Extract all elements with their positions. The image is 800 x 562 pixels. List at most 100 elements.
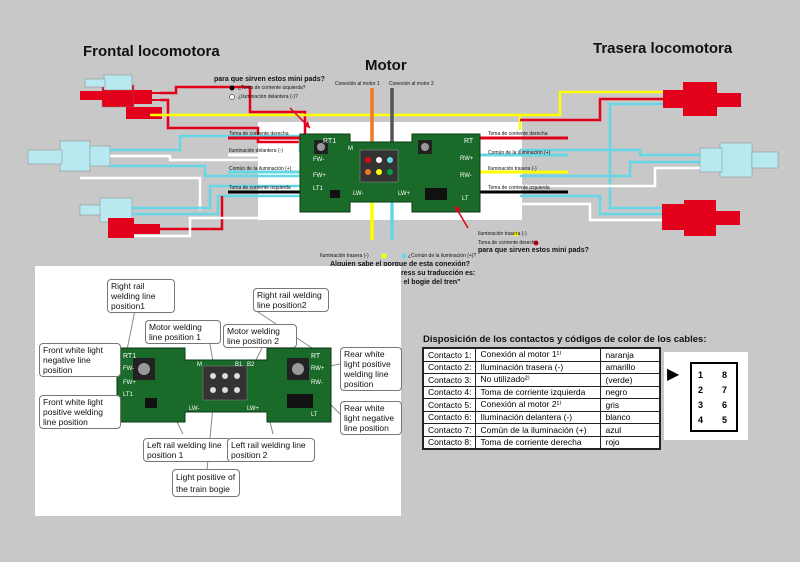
right-label-yellow: Iluminación trasera (-) [488,166,537,172]
table-row: Contacto 7:Común de la iluminación (+)az… [422,423,661,437]
bottom-label-yellow: Iluminación trasera (-) [320,253,369,259]
table-cell-desc: Iluminación delantera (-) [475,410,602,424]
right-connector-red-bottom [662,200,740,236]
ref-b1: B1 [235,362,243,368]
table-cell-color: blanco [600,410,661,424]
table-cell-contact: Contacto 6: [422,410,477,424]
ref-lt: LT [311,412,318,418]
pcb-top-lt1: LT1 [313,186,324,192]
left-label-red: Toma de corriente derecha [229,131,289,137]
pin-number: 4 [698,415,704,425]
left-connector-cyan-top [84,74,133,91]
table-row: Contacto 2:Iluminación trasera (-)amaril… [422,360,661,374]
table-title: Disposición de los contactos y códigos d… [423,334,707,345]
ref-b2: B2 [247,362,255,368]
bottom-label-cyan: ¿Común de la iluminación (+)? [408,253,477,259]
pad-marker-yellow [513,231,519,237]
pin-number: 2 [698,385,704,395]
table-cell-desc: Conexión al motor 1¹⁾ [475,348,602,362]
pcb-top-fw-plus: FW+ [313,173,326,179]
pin-number: 8 [722,370,728,380]
table-row: Contacto 5:Conexión al motor 2¹⁾gris [422,398,661,412]
callout-left-rail-1: Left rail welding line position 1 [143,438,231,462]
reference-photo-panel: RT1 FW- FW+ LT1 RT RW+ RW- LT LW- LW+ M … [35,266,402,516]
left-connector-red-bottom [79,197,160,238]
pad-label-3: Iluminación trasera (-) [478,231,527,237]
ref-rt1: RT1 [123,353,136,360]
table-cell-color: amarillo [600,360,661,374]
ref-m: M [197,362,202,368]
ref-fw-plus: FW+ [123,380,136,386]
left-label-cyan: Común de la iluminación (+) [229,166,292,172]
table-cell-desc: Común de la iluminación (+) [475,423,602,437]
left-wires [80,85,522,238]
ref-fw-minus: FW- [123,366,134,372]
table-cell-contact: Contacto 8: [422,435,477,449]
pad-label-2: ¿Iluminación delantera (-)? [238,94,298,100]
motor-label-2: Conexión al motor 2 [389,81,434,87]
table-cell-color: negro [600,385,661,399]
table-cell-contact: Contacto 4: [422,385,477,399]
table-cell-desc: Toma de corriente derecha [475,435,602,449]
ref-rw-plus: RW+ [311,366,325,372]
left-connector-cyan-middle [27,140,111,172]
table-cell-color: rojo [600,435,661,449]
top-pcb: RT1 FW- FW+ LT1 RT RW+ RW- LT LW- LW+ M [299,133,481,213]
pin-number: 3 [698,400,704,410]
pad-label-4: Toma de corriente derecha [478,240,538,246]
table-row: Contacto 3:No utilizado²⁾(verde) [422,373,661,387]
callout-front-white-pos: Front white light positive welding line … [39,395,121,429]
wiring-diagram: RT1 FW- FW+ LT1 RT RW+ RW- LT LW- LW+ M [27,74,779,259]
pcb-top-rw-plus: RW+ [460,156,474,162]
pcb-top-rt1: RT1 [323,138,336,145]
pin-number: 6 [722,400,728,410]
callout-left-rail-2: Left rail welding line position 2 [227,438,315,462]
callout-right-rail-1: Right rail welding line position1 [107,279,175,313]
pcb-top-lw-plus: LW+ [398,191,411,197]
right-label-cyan: Común de la iluminación (+) [488,150,551,156]
table-row: Contacto 1:Conexión al motor 1¹⁾naranja [422,348,661,362]
callout-right-rail-2: Right rail welding line position2 [253,288,329,312]
question-mini-pads-2: para que sirven estos mini pads? [478,247,589,254]
table-cell-contact: Contacto 2: [422,360,477,374]
motor-label-1: Conexión al motor 1 [335,81,380,87]
right-wires [520,90,700,222]
callout-rear-white-pos: Rear white light positive welding line p… [340,347,402,391]
table-cell-color: azul [600,423,661,437]
pin-number: 1 [698,370,704,380]
ref-lw-minus: LW- [189,406,199,412]
table-cell-contact: Contacto 1: [422,348,477,362]
bottom-marker-yellow [381,253,387,259]
table-cell-contact: Contacto 5: [422,398,477,412]
question-mini-pads-1: para que sirven estos mini pads? [214,76,325,83]
ref-rw-minus: RW- [311,380,323,386]
question-line-1: Alguien sabe el porque de esta conexión? [329,261,471,268]
right-label-red: Toma de corriente derecha [488,131,548,137]
title-motor: Motor [365,57,407,74]
reference-board: RT1 FW- FW+ LT1 RT RW+ RW- LT LW- LW+ M … [86,309,341,471]
pinout-arrow-icon: ▶ [667,366,680,383]
table-cell-desc: No utilizado²⁾ [475,373,602,387]
pcb-top-lw-minus: LW- [353,191,363,197]
callout-rear-white-neg: Rear white light negative line position [340,401,402,435]
pcb-top-m: M [348,146,353,152]
right-label-black: Toma de corriente izquierda [488,185,550,191]
pcb-top-lt: LT [462,196,469,202]
pcb-top-rt: RT [464,138,474,145]
pad-marker-white [229,94,235,100]
table-cell-desc: Conexión al motor 2¹⁾ [475,398,602,412]
pad-marker-red [533,240,539,246]
table-cell-contact: Contacto 3: [422,373,477,387]
left-label-black: Toma de corriente izquierda [229,185,291,191]
table-cell-color: gris [600,398,661,412]
callout-light-positive: Light positive of the train bogie [172,469,240,497]
pin-number: 5 [722,415,728,425]
pad-label-1: ¿Toma de corriente izquierda? [238,85,306,91]
table-cell-desc: Toma de corriente izquierda [475,385,602,399]
pcb-top-fw-minus: FW- [313,157,324,163]
